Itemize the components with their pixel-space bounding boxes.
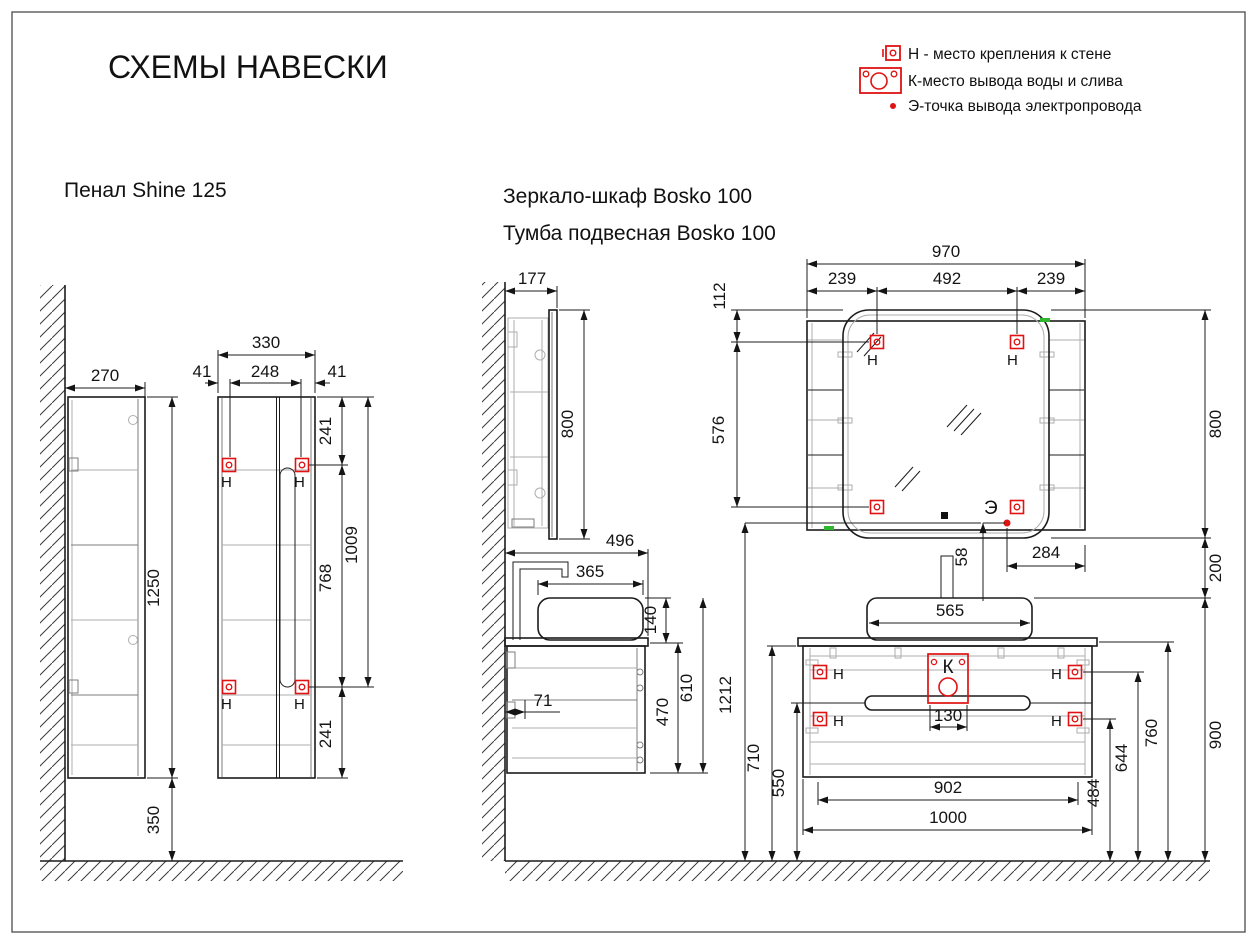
mount-label: Н [294,696,305,713]
dim-mirror-electric-right: 284 [1032,543,1060,562]
dim-penal-depth: 270 [91,366,119,385]
dim-mirror-right: 239 [1037,269,1065,288]
vanity-mount-points: Н Н Н Н [812,664,1083,730]
penal-side-view [67,396,146,779]
dim-vanity-floor-top: 760 [1142,719,1161,747]
wall-hatch-left [40,285,65,861]
dim-vanity-side-height: 610 [677,674,696,702]
penal-front-view [217,396,316,779]
dim-mirror-height-side: 800 [558,410,577,438]
dim-mirror-electric-up: 58 [952,548,971,567]
dim-vanity-floor-electric: 1212 [716,676,735,714]
dim-vanity-hole-span: 902 [934,778,962,797]
water-outlet-icon [859,67,902,94]
dim-penal-lower-hole-bottom: 241 [316,720,335,748]
basin-front [866,597,1033,641]
dim-mirror-top-to-hole: 112 [710,282,729,309]
dim-vanity-basin-height: 140 [641,606,660,634]
dim-mirror-left: 239 [828,269,856,288]
vanity-front-view: 565 Н Н Н Н [716,522,1174,861]
mount-label: Н [221,696,232,713]
electric-point-icon [890,103,896,109]
dim-mirror-depth: 177 [518,269,546,288]
dim-vanity-depth: 496 [606,531,634,550]
water-label: К [942,657,953,678]
legend-water-label: К-место вывода воды и слива [908,73,1123,90]
dim-vanity-floor-lower-hole: 484 [1084,779,1103,807]
dim-penal-hole-to-hole: 768 [316,564,335,592]
dim-vanity-floor-handle: 550 [769,769,788,797]
penal-handle [279,467,296,688]
vanity-name: Тумба подвесная Bosko 100 [503,222,776,245]
mirror-door [842,309,1050,539]
wall-hatch-right [482,282,505,861]
dim-penal-hole-span: 248 [251,362,279,381]
faucet-side [512,561,569,640]
vanity-body [802,645,1093,778]
touch-sensor [941,512,948,519]
dim-mirror-gap-below: 200 [1206,554,1225,582]
penal-group: 270 1250 350 Н Н Н [40,285,403,881]
dim-vanity-wall-gap: 71 [534,691,553,710]
penal-mount-points: Н Н Н Н [221,457,310,713]
side-views-group: 177 800 496 365 [482,269,1210,881]
mount-label: Н [1007,352,1018,369]
electric-label: Э [984,498,998,519]
dim-mirror-width: 970 [932,242,960,261]
basin-side [537,597,644,641]
floor-hatch-right [505,861,1210,881]
penal-name: Пенал Shine 125 [64,179,227,202]
mount-label: Н [1051,713,1062,730]
dim-penal-left-offset: 41 [193,362,212,381]
vanity-side-view [504,561,649,774]
mount-label: Н [833,713,844,730]
page-title: СХЕМЫ НАВЕСКИ [108,49,388,85]
dim-vanity-drain-span: 130 [934,706,962,725]
dim-penal-right-offset: 41 [328,362,347,381]
dim-vanity-basin-depth: 365 [576,562,604,581]
dim-vanity-basin-width: 565 [936,601,964,620]
mount-label: Н [294,474,305,491]
mount-label: Н [833,666,844,683]
mirror-side-view [507,309,558,540]
water-outlet-zone: К [927,653,969,704]
floor-hatch-left [40,861,403,881]
dim-mirror-span: 492 [933,269,961,288]
dim-penal-top-to-hole: 241 [316,417,335,445]
legend: Н - место крепления к стене К-место выво… [859,45,1142,115]
dim-penal-floor-clearance: 350 [144,806,163,834]
legend-electric-label: Э-точка вывода электропровода [908,98,1142,115]
dim-mirror-height: 800 [1206,410,1225,438]
mirror-front-view: Н Н Э 970 239 492 239 112 576 800 200 [709,242,1225,861]
green-mark-bottom [824,526,834,530]
mount-label: Н [867,352,878,369]
wall-mount-icon [882,45,901,61]
green-mark-top [1040,318,1050,322]
dim-vanity-floor-upper-hole: 644 [1112,744,1131,772]
electric-point [1003,519,1011,527]
dim-penal-top-to-lower-hole: 1009 [342,526,361,564]
mount-label: Н [221,474,232,491]
mount-label: Н [1051,666,1062,683]
dim-vanity-body-height: 470 [653,698,672,726]
dim-vanity-width: 1000 [929,808,967,827]
legend-mount-label: Н - место крепления к стене [908,46,1111,63]
dim-penal-width: 330 [252,333,280,352]
dim-vanity-floor-basin-top: 900 [1206,721,1225,749]
dim-vanity-floor-body-top: 710 [744,744,763,772]
mirror-mount-points: Н Н [867,334,1025,515]
dim-mirror-hole-to-hole: 576 [709,416,728,444]
mirror-name: Зеркало-шкаф Bosko 100 [503,185,752,208]
dim-penal-height: 1250 [144,569,163,607]
page-border [11,11,1246,933]
